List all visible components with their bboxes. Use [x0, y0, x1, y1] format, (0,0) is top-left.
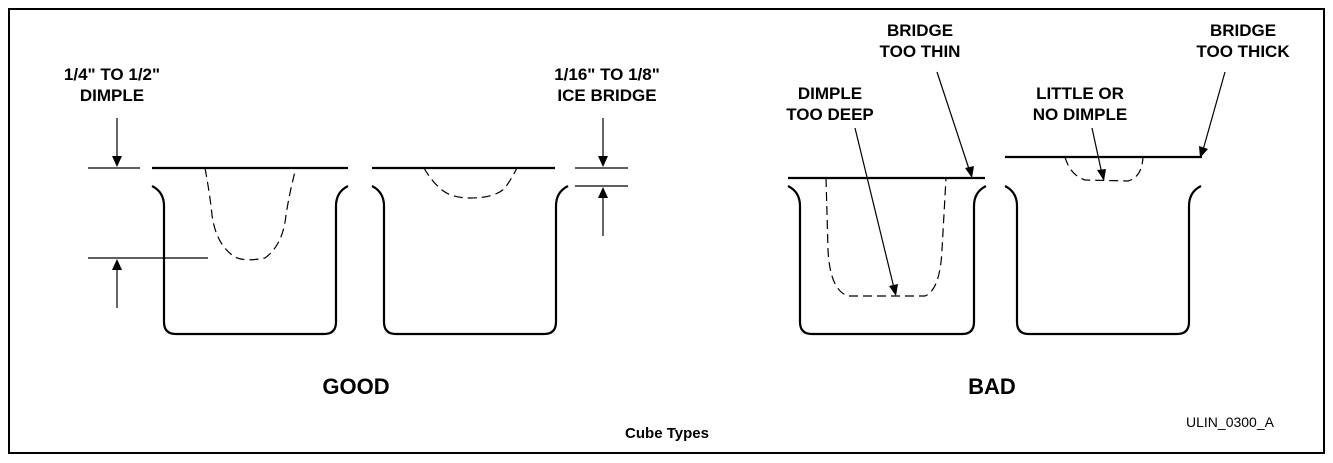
leader-dimple-deep [854, 127, 895, 289]
ice-bridge-label-line1: 1/16" TO 1/8" [554, 65, 660, 84]
leader-bridge-thick [1202, 71, 1226, 151]
little-dimple-label-line2: NO DIMPLE [1033, 105, 1127, 124]
cube-cup [1004, 185, 1202, 336]
dimple-size-label-line1: 1/4" TO 1/2" [64, 65, 160, 84]
dimple-curve [204, 167, 297, 261]
bad-cube-thick [1004, 155, 1202, 336]
good-cube-bridge [371, 166, 569, 336]
leader-little-dimple [1091, 127, 1103, 175]
arrow-head [598, 156, 608, 167]
figure-caption: Cube Types [625, 425, 709, 442]
dimple-size-label-line2: DIMPLE [80, 86, 144, 105]
bridge-thin-label-line2: TOO THIN [880, 42, 961, 61]
arrow-head [598, 187, 608, 198]
dimple-curve [423, 167, 518, 199]
ice-bridge-dimension [575, 118, 628, 236]
little-dimple-label-line1: LITTLE OR [1036, 84, 1124, 103]
bad-cube-deep [787, 176, 987, 336]
arrow-head [1199, 146, 1208, 158]
figure-code: ULIN_0300_A [1186, 414, 1275, 430]
dimple-dimension [88, 118, 208, 308]
arrow-head [112, 156, 122, 167]
bridge-thick-label-line1: BRIDGE [1210, 21, 1276, 40]
good-cube-dimple [151, 166, 349, 336]
arrow-head [112, 259, 122, 270]
dimple-curve [825, 177, 947, 297]
bridge-thick-label-line2: TOO THICK [1196, 42, 1290, 61]
leader-lines [854, 71, 1226, 296]
dimple-deep-label-line1: DIMPLE [798, 84, 862, 103]
dimple-deep-label-line2: TOO DEEP [786, 105, 874, 124]
arrow-head [1097, 169, 1106, 181]
cube-cup [787, 185, 987, 336]
diagram-frame [8, 8, 1325, 454]
bridge-thin-label-line1: BRIDGE [887, 21, 953, 40]
arrow-head [889, 284, 898, 296]
cube-cup [371, 185, 569, 336]
good-group-label: GOOD [322, 374, 389, 399]
bad-group-label: BAD [968, 374, 1016, 399]
arrow-head [965, 166, 974, 178]
cube-cup [151, 185, 349, 336]
leader-bridge-thin [936, 71, 971, 173]
ice-bridge-label-line2: ICE BRIDGE [557, 86, 656, 105]
